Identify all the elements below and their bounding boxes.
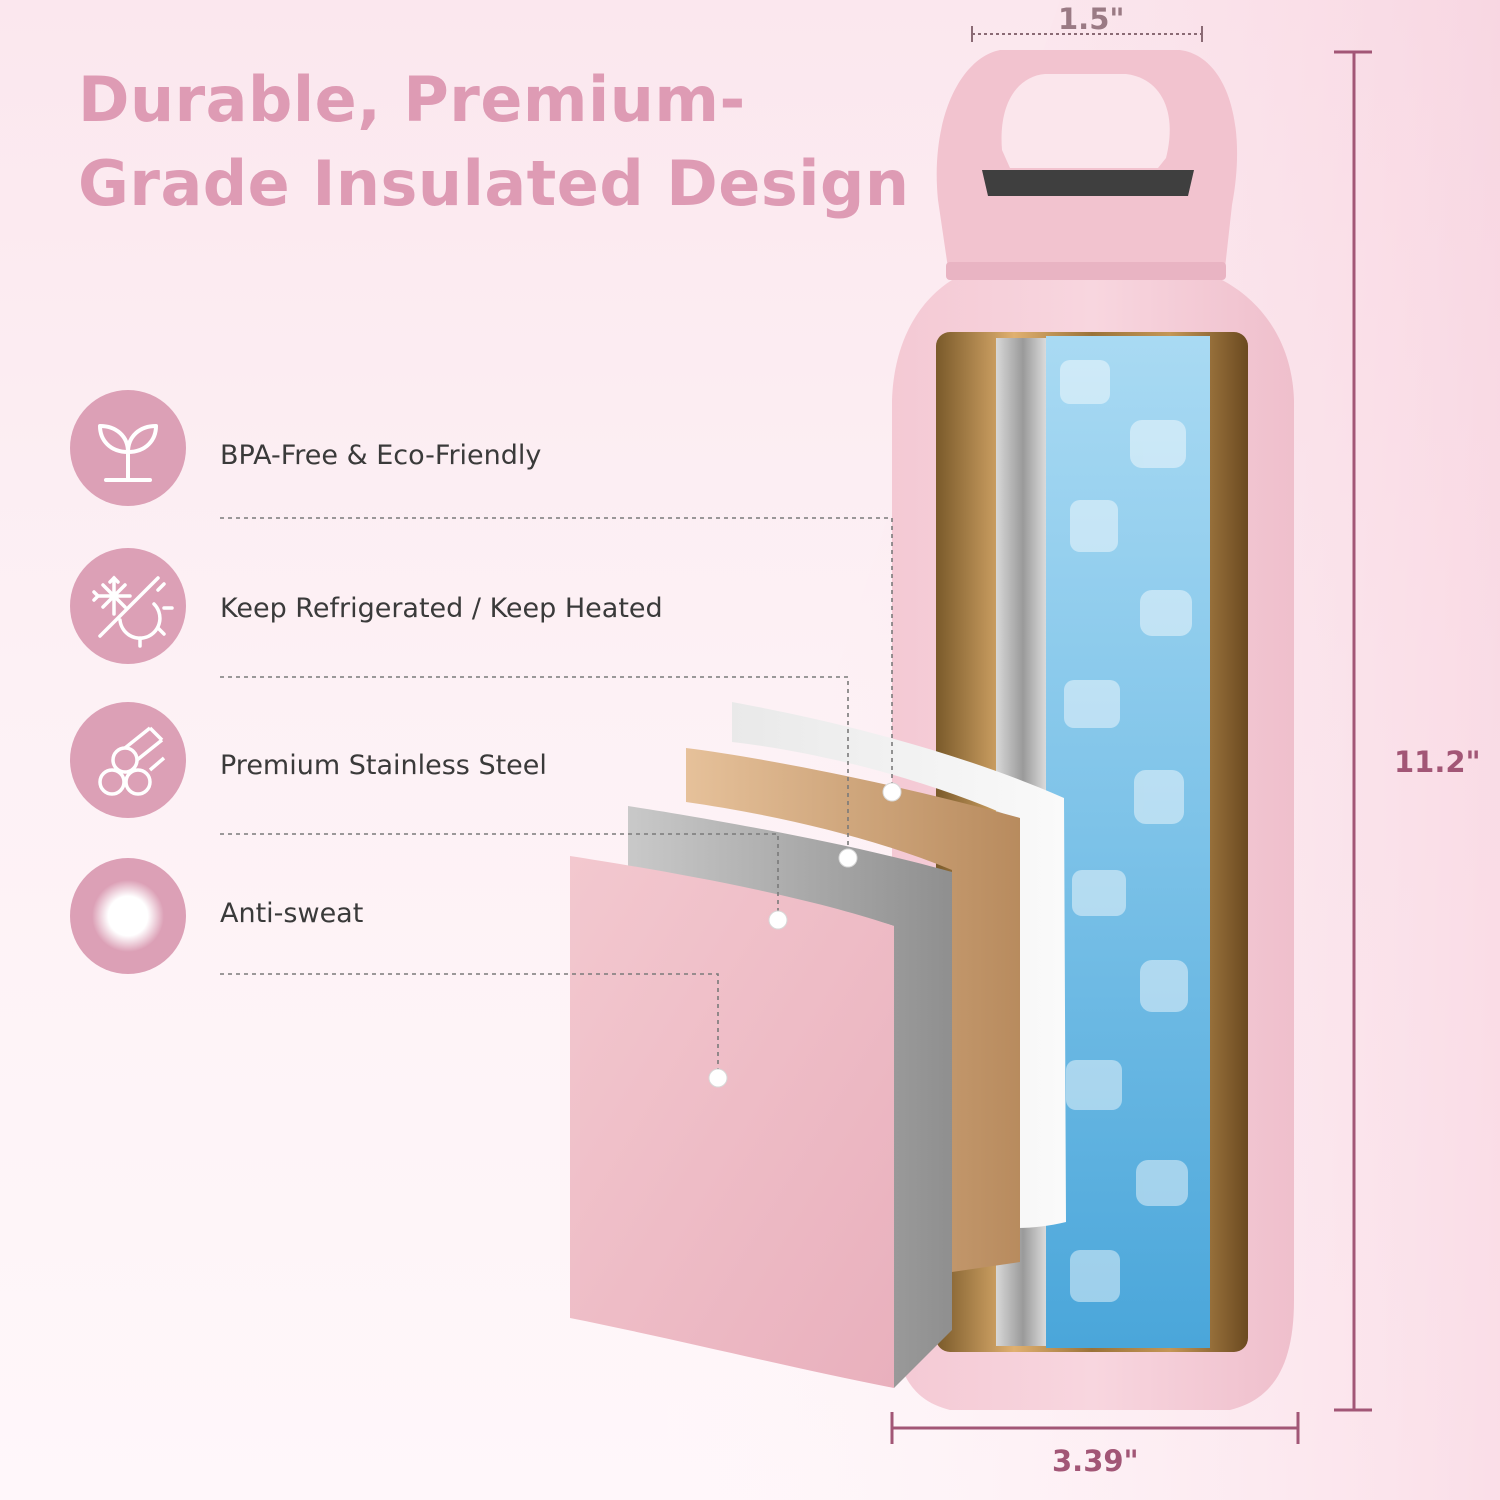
feature-label-stainless-steel: Premium Stainless Steel [220,750,547,781]
feature-icon-stainless-steel [70,702,186,818]
snowflake-sun-icon [92,575,174,648]
headline: Durable, Premium- Grade Insulated Design [78,58,910,226]
feature-label-temperature: Keep Refrigerated / Keep Heated [220,593,663,624]
leaf-sprout-icon [98,424,158,482]
layer-steel [628,806,952,1388]
callout-dots [708,782,902,1088]
feature-icon-anti-sweat [70,858,186,974]
dimension-lines [890,26,1372,1444]
feature-icon-temperature [70,548,186,664]
mouth-width-label: 1.5" [1058,2,1125,36]
base-width-label: 3.39" [1052,1444,1139,1478]
steel-pipes-icon [98,726,166,796]
headline-line-2: Grade Insulated Design [78,147,910,220]
headline-line-1: Durable, Premium- [78,63,746,136]
bottle-lid [936,50,1238,280]
layer-copper [686,748,1020,1272]
feature-label-bpa-free: BPA-Free & Eco-Friendly [220,440,542,471]
feature-icon-bpa-free [70,390,186,506]
dry-glow-icon [92,880,164,952]
feature-label-anti-sweat: Anti-sweat [220,898,364,929]
layer-white [732,702,1066,1228]
height-label: 11.2" [1394,745,1481,779]
layer-pink-shell [570,856,894,1388]
callout-lines [220,517,893,1078]
